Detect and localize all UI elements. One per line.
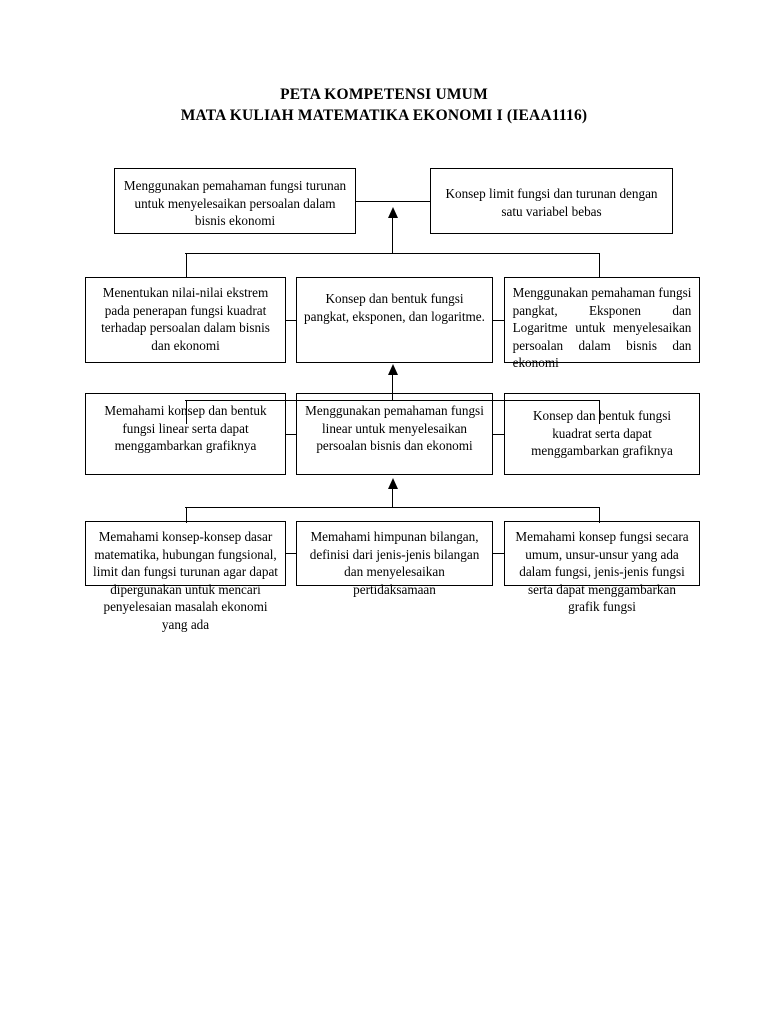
node-r4c2[interactable]: Memahami himpunan bilangan, definisi dar… (296, 521, 493, 597)
node-r1c3-label: Konsep limit fungsi dan turunan dengan s… (445, 186, 658, 219)
page-title-line-2: MATA KULIAH MATEMATIKA EKONOMI I (IEAA11… (180, 107, 588, 124)
connector-r4c1-to-r4c2 (286, 553, 296, 554)
connector-drop-r3c1 (186, 400, 187, 424)
connector-bus-row4 (185, 507, 600, 508)
arrow-row4-to-row3 (387, 478, 398, 489)
node-r1c1-label: Menggunakan pemahaman fungsi turunan unt… (123, 178, 347, 229)
connector-r2c2-to-r2c3 (493, 320, 504, 321)
connector-bus-row2 (185, 253, 600, 254)
node-r1c1[interactable]: Menggunakan pemahaman fungsi turunan unt… (114, 168, 356, 234)
node-r4c3-label: Memahami konsep fungsi secara umum, unsu… (515, 529, 689, 615)
node-r2c3-label: Menggunakan pemahaman fungsi pangkat, Ek… (512, 285, 692, 371)
node-r4c1[interactable]: Memahami konsep-konsep dasar matematika,… (85, 521, 286, 632)
node-r4c3[interactable]: Memahami konsep fungsi secara umum, unsu… (504, 521, 700, 614)
page-title-line-1: PETA KOMPETENSI UMUM (280, 86, 488, 103)
connector-stem-row2-to-row1 (392, 217, 393, 254)
node-r3c2[interactable]: Menggunakan pemahaman fungsi linear untu… (296, 393, 493, 475)
connector-stem-row4-to-row3 (392, 488, 393, 508)
connector-r1c1-to-r1c3 (356, 201, 430, 202)
node-r2c1[interactable]: Menentukan nilai-nilai ekstrem pada pene… (85, 277, 286, 363)
node-r2c2-label: Konsep dan bentuk fungsi pangkat, ekspon… (304, 291, 485, 324)
node-r3c1[interactable]: Memahami konsep dan bentuk fungsi linear… (85, 393, 286, 475)
page-title: PETA KOMPETENSI UMUM MATA KULIAH MATEMAT… (0, 84, 768, 126)
connector-r3c1-to-r3c2 (286, 434, 296, 435)
node-r2c3[interactable]: Menggunakan pemahaman fungsi pangkat, Ek… (504, 277, 700, 370)
node-r3c1-label: Memahami konsep dan bentuk fungsi linear… (104, 403, 267, 454)
node-r4c1-label: Memahami konsep-konsep dasar matematika,… (93, 529, 278, 632)
arrow-row3-to-row2 (387, 364, 398, 375)
node-r3c3-label: Konsep dan bentuk fungsi kuadrat serta d… (531, 408, 673, 459)
node-r2c1-label: Menentukan nilai-nilai ekstrem pada pene… (101, 285, 270, 353)
connector-drop-r4c1 (186, 507, 187, 523)
connector-stem-row3-to-row2 (392, 374, 393, 401)
node-r3c2-label: Menggunakan pemahaman fungsi linear untu… (305, 403, 484, 454)
connector-drop-r3c3 (599, 400, 600, 424)
node-r2c2[interactable]: Konsep dan bentuk fungsi pangkat, ekspon… (296, 277, 493, 363)
connector-drop-r2c3 (599, 253, 600, 278)
connector-drop-r2c1 (186, 253, 187, 278)
arrow-row2-to-row1 (387, 207, 398, 218)
node-r3c3[interactable]: Konsep dan bentuk fungsi kuadrat serta d… (504, 393, 700, 475)
connector-r2c1-to-r2c2 (286, 320, 296, 321)
connector-bus-row3 (185, 400, 600, 401)
node-r4c2-label: Memahami himpunan bilangan, definisi dar… (309, 529, 480, 597)
connector-drop-r4c3 (599, 507, 600, 523)
connector-r3c2-to-r3c3 (493, 434, 504, 435)
node-r1c3[interactable]: Konsep limit fungsi dan turunan dengan s… (430, 168, 673, 234)
connector-r4c2-to-r4c3 (493, 553, 504, 554)
